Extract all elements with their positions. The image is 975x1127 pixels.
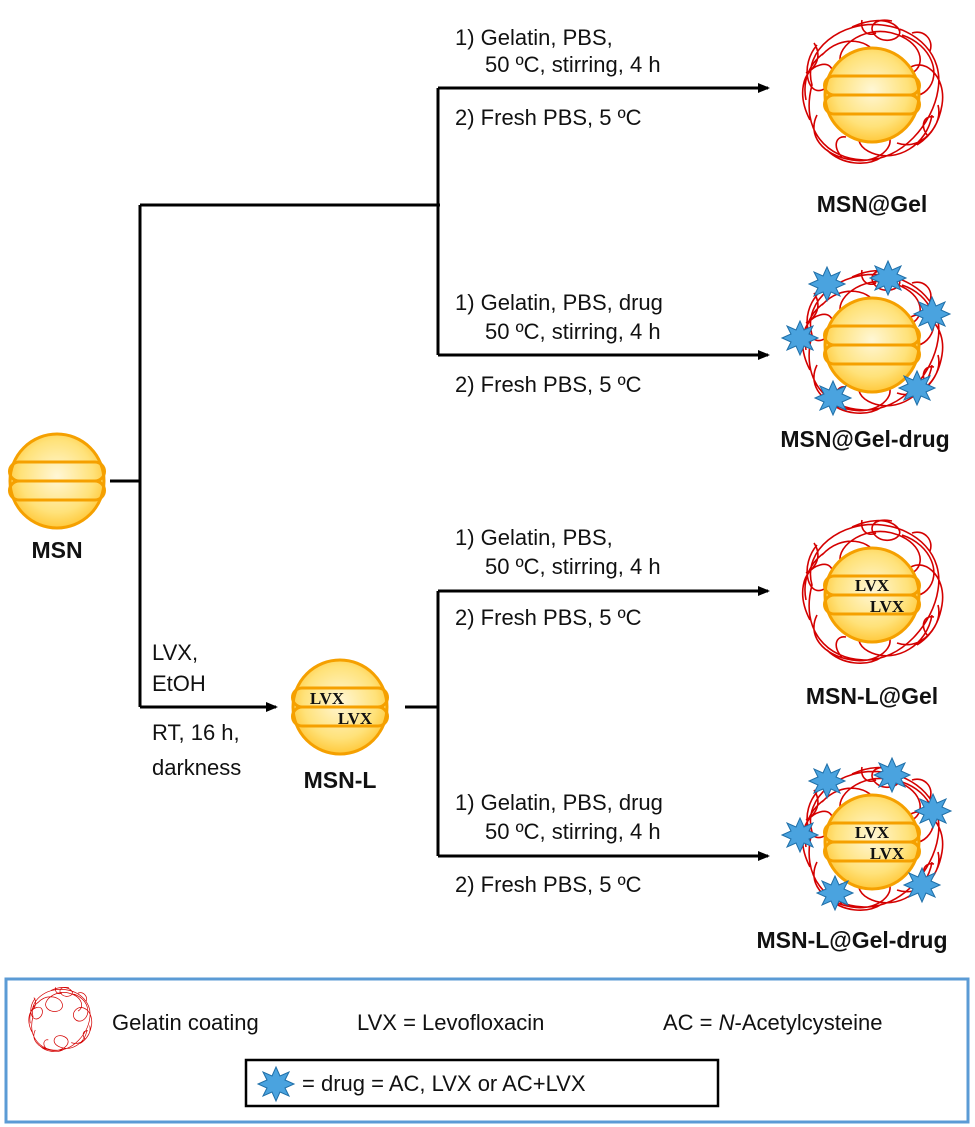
step-line-2: 50 ºC, stirring, 4 h bbox=[485, 52, 661, 77]
step-line-3: 2) Fresh PBS, 5 ºC bbox=[455, 105, 642, 130]
loading-step-reagent-2: EtOH bbox=[152, 671, 206, 696]
msn-l-gel-label: MSN-L@Gel bbox=[806, 683, 938, 709]
loading-step: LVX, EtOH RT, 16 h, darkness bbox=[152, 640, 241, 780]
coating-step-4: 1) Gelatin, PBS, drug 50 ºC, stirring, 4… bbox=[455, 790, 663, 897]
coating-step-3: 1) Gelatin, PBS, 50 ºC, stirring, 4 h 2)… bbox=[455, 525, 661, 630]
step-line-2: 50 ºC, stirring, 4 h bbox=[485, 554, 661, 579]
step-line-3: 2) Fresh PBS, 5 ºC bbox=[455, 872, 642, 897]
loading-step-condition-2: darkness bbox=[152, 755, 241, 780]
step-line-1: 1) Gelatin, PBS, drug bbox=[455, 790, 663, 815]
drug-star-icon bbox=[914, 793, 952, 829]
pore-label: LVX bbox=[855, 576, 890, 595]
step-line-2: 50 ºC, stirring, 4 h bbox=[485, 819, 661, 844]
nanoparticle-icon bbox=[823, 46, 921, 144]
step-line-1: 1) Gelatin, PBS, bbox=[455, 525, 613, 550]
legend-ac: AC = N-Acetylcysteine bbox=[663, 1010, 882, 1035]
pore-label: LVX bbox=[338, 709, 373, 728]
drug-star-icon bbox=[814, 380, 852, 416]
legend-drug: = drug = AC, LVX or AC+LVX bbox=[302, 1071, 586, 1096]
msn-l-label: MSN-L bbox=[304, 767, 377, 793]
nanoparticle-icon bbox=[8, 432, 106, 530]
coating-step-2: 1) Gelatin, PBS, drug 50 ºC, stirring, 4… bbox=[455, 290, 663, 397]
drug-star-icon bbox=[781, 817, 819, 853]
pore-label: LVX bbox=[870, 844, 905, 863]
msn-l-gel-product: LVX LVX MSN-L@Gel bbox=[801, 519, 944, 709]
nanoparticle-icon bbox=[823, 546, 921, 644]
msn-label: MSN bbox=[31, 537, 82, 563]
drug-star-icon bbox=[808, 763, 846, 799]
pore-label: LVX bbox=[310, 689, 345, 708]
drug-star-icon bbox=[898, 370, 936, 406]
drug-star-icon bbox=[903, 867, 941, 903]
step-line-2: 50 ºC, stirring, 4 h bbox=[485, 319, 661, 344]
drug-star-icon bbox=[257, 1066, 295, 1102]
drug-star-icon bbox=[816, 875, 854, 911]
drug-legend-box bbox=[244, 1058, 720, 1108]
msn-l-gel-drug-label: MSN-L@Gel-drug bbox=[756, 927, 947, 953]
coating-step-1: 1) Gelatin, PBS, 50 ºC, stirring, 4 h 2)… bbox=[455, 25, 661, 130]
msn-gel-label: MSN@Gel bbox=[817, 191, 928, 217]
drug-star-icon bbox=[869, 260, 907, 296]
msn-gel-drug-product: MSN@Gel-drug bbox=[780, 260, 951, 452]
step-line-3: 2) Fresh PBS, 5 ºC bbox=[455, 372, 642, 397]
loading-step-condition-1: RT, 16 h, bbox=[152, 720, 240, 745]
msn-l-particle: LVX LVX MSN-L bbox=[291, 658, 389, 793]
step-line-3: 2) Fresh PBS, 5 ºC bbox=[455, 605, 642, 630]
drug-star-icon bbox=[808, 266, 846, 302]
drug-star-icon bbox=[781, 320, 819, 356]
legend: Gelatin coating LVX = Levofloxacin AC = … bbox=[4, 977, 970, 1124]
msn-l-gel-drug-product: LVX LVX MSN-L@Gel-drug bbox=[756, 757, 952, 953]
step-line-1: 1) Gelatin, PBS, drug bbox=[455, 290, 663, 315]
drug-star-icon bbox=[873, 757, 911, 793]
legend-ac-italic: N bbox=[719, 1010, 735, 1035]
msn-gel-product: MSN@Gel bbox=[801, 19, 944, 217]
legend-ac-suffix: -Acetylcysteine bbox=[735, 1010, 883, 1035]
legend-ac-prefix: AC = bbox=[663, 1010, 719, 1035]
reaction-lines bbox=[110, 83, 770, 861]
pore-label: LVX bbox=[855, 823, 890, 842]
msn-gel-drug-label: MSN@Gel-drug bbox=[780, 426, 949, 452]
legend-gelatin: Gelatin coating bbox=[112, 1010, 259, 1035]
step-line-1: 1) Gelatin, PBS, bbox=[455, 25, 613, 50]
pore-label: LVX bbox=[870, 597, 905, 616]
msn-particle: MSN bbox=[8, 432, 106, 563]
nanoparticle-icon bbox=[823, 793, 921, 891]
loading-step-reagent-1: LVX, bbox=[152, 640, 198, 665]
legend-lvx: LVX = Levofloxacin bbox=[357, 1010, 544, 1035]
drug-star-icon bbox=[913, 296, 951, 332]
